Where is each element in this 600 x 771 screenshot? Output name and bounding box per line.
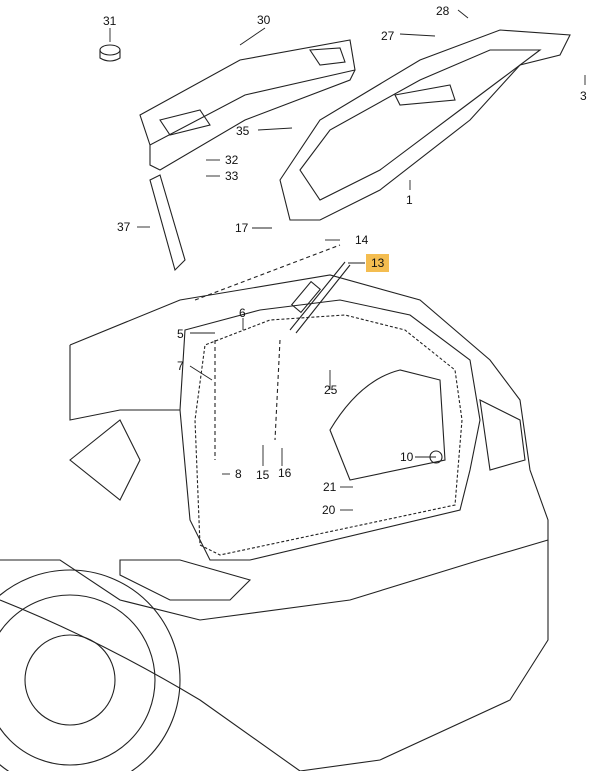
part-label-10: 10 bbox=[400, 450, 414, 464]
part-label-15: 15 bbox=[256, 468, 270, 482]
part-label-3: 3 bbox=[580, 89, 587, 103]
part-label-1: 1 bbox=[406, 193, 413, 207]
part-label-33: 33 bbox=[225, 169, 239, 183]
part-label-28: 28 bbox=[436, 4, 450, 18]
part-label-5: 5 bbox=[177, 327, 184, 341]
tailgate bbox=[279, 29, 571, 221]
part-label-35: 35 bbox=[236, 124, 250, 138]
part-label-27: 27 bbox=[381, 29, 395, 43]
part-label-32: 32 bbox=[225, 153, 239, 167]
part-label-21: 21 bbox=[323, 480, 337, 494]
part-label-6: 6 bbox=[239, 306, 246, 320]
part-label-13-highlighted[interactable]: 13 bbox=[366, 254, 390, 272]
part-label-7: 7 bbox=[177, 359, 184, 373]
part-label-31: 31 bbox=[103, 14, 117, 28]
car-body bbox=[0, 274, 549, 771]
gas-strut bbox=[289, 261, 351, 334]
part-label-8: 8 bbox=[235, 467, 242, 481]
part-label-30: 30 bbox=[257, 13, 271, 27]
part-label-37: 37 bbox=[117, 220, 131, 234]
part-label-16: 16 bbox=[278, 466, 292, 480]
part-label-17: 17 bbox=[235, 221, 249, 235]
part-label-25: 25 bbox=[324, 383, 338, 397]
part-label-20: 20 bbox=[322, 503, 336, 517]
part-label-14: 14 bbox=[355, 233, 369, 247]
spoiler bbox=[139, 39, 356, 171]
